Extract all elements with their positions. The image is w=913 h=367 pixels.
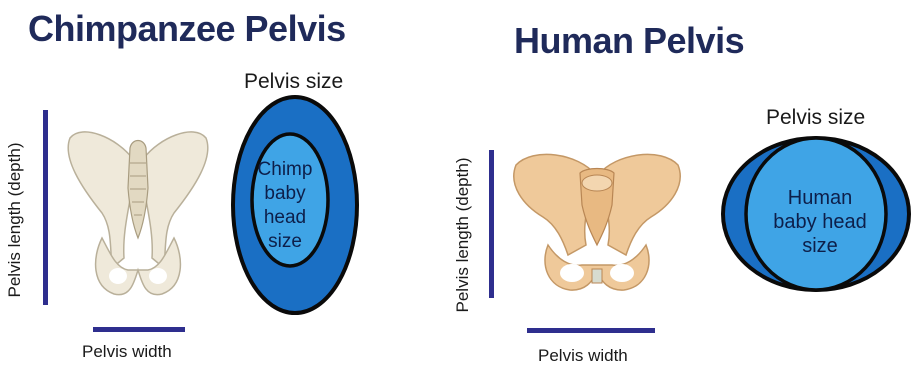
human-title: Human Pelvis [514, 20, 744, 62]
human-length-bar [489, 150, 494, 298]
chimp-pelvis-bone-image [62, 118, 214, 298]
chimp-width-label: Pelvis width [82, 342, 172, 362]
chimp-pelvis-size-label: Pelvis size [244, 70, 343, 94]
human-pelvis-bone-image [508, 145, 686, 293]
human-head-label: Human baby head size [765, 186, 875, 258]
chimp-length-bar [43, 110, 48, 305]
human-panel: Human Pelvis Pelvis size Pelvis length (… [450, 0, 913, 367]
human-pelvis-size-label: Pelvis size [766, 106, 865, 130]
human-length-label: Pelvis length (depth) [453, 150, 473, 320]
human-width-bar [527, 328, 655, 333]
chimp-length-label: Pelvis length (depth) [5, 135, 25, 305]
chimp-head-label: Chimp baby head size [252, 158, 318, 254]
chimp-width-bar [93, 327, 185, 332]
human-width-label: Pelvis width [538, 346, 628, 366]
chimp-title: Chimpanzee Pelvis [28, 8, 346, 50]
chimp-panel: Chimpanzee Pelvis Pelvis size Pelvis len… [0, 0, 450, 367]
